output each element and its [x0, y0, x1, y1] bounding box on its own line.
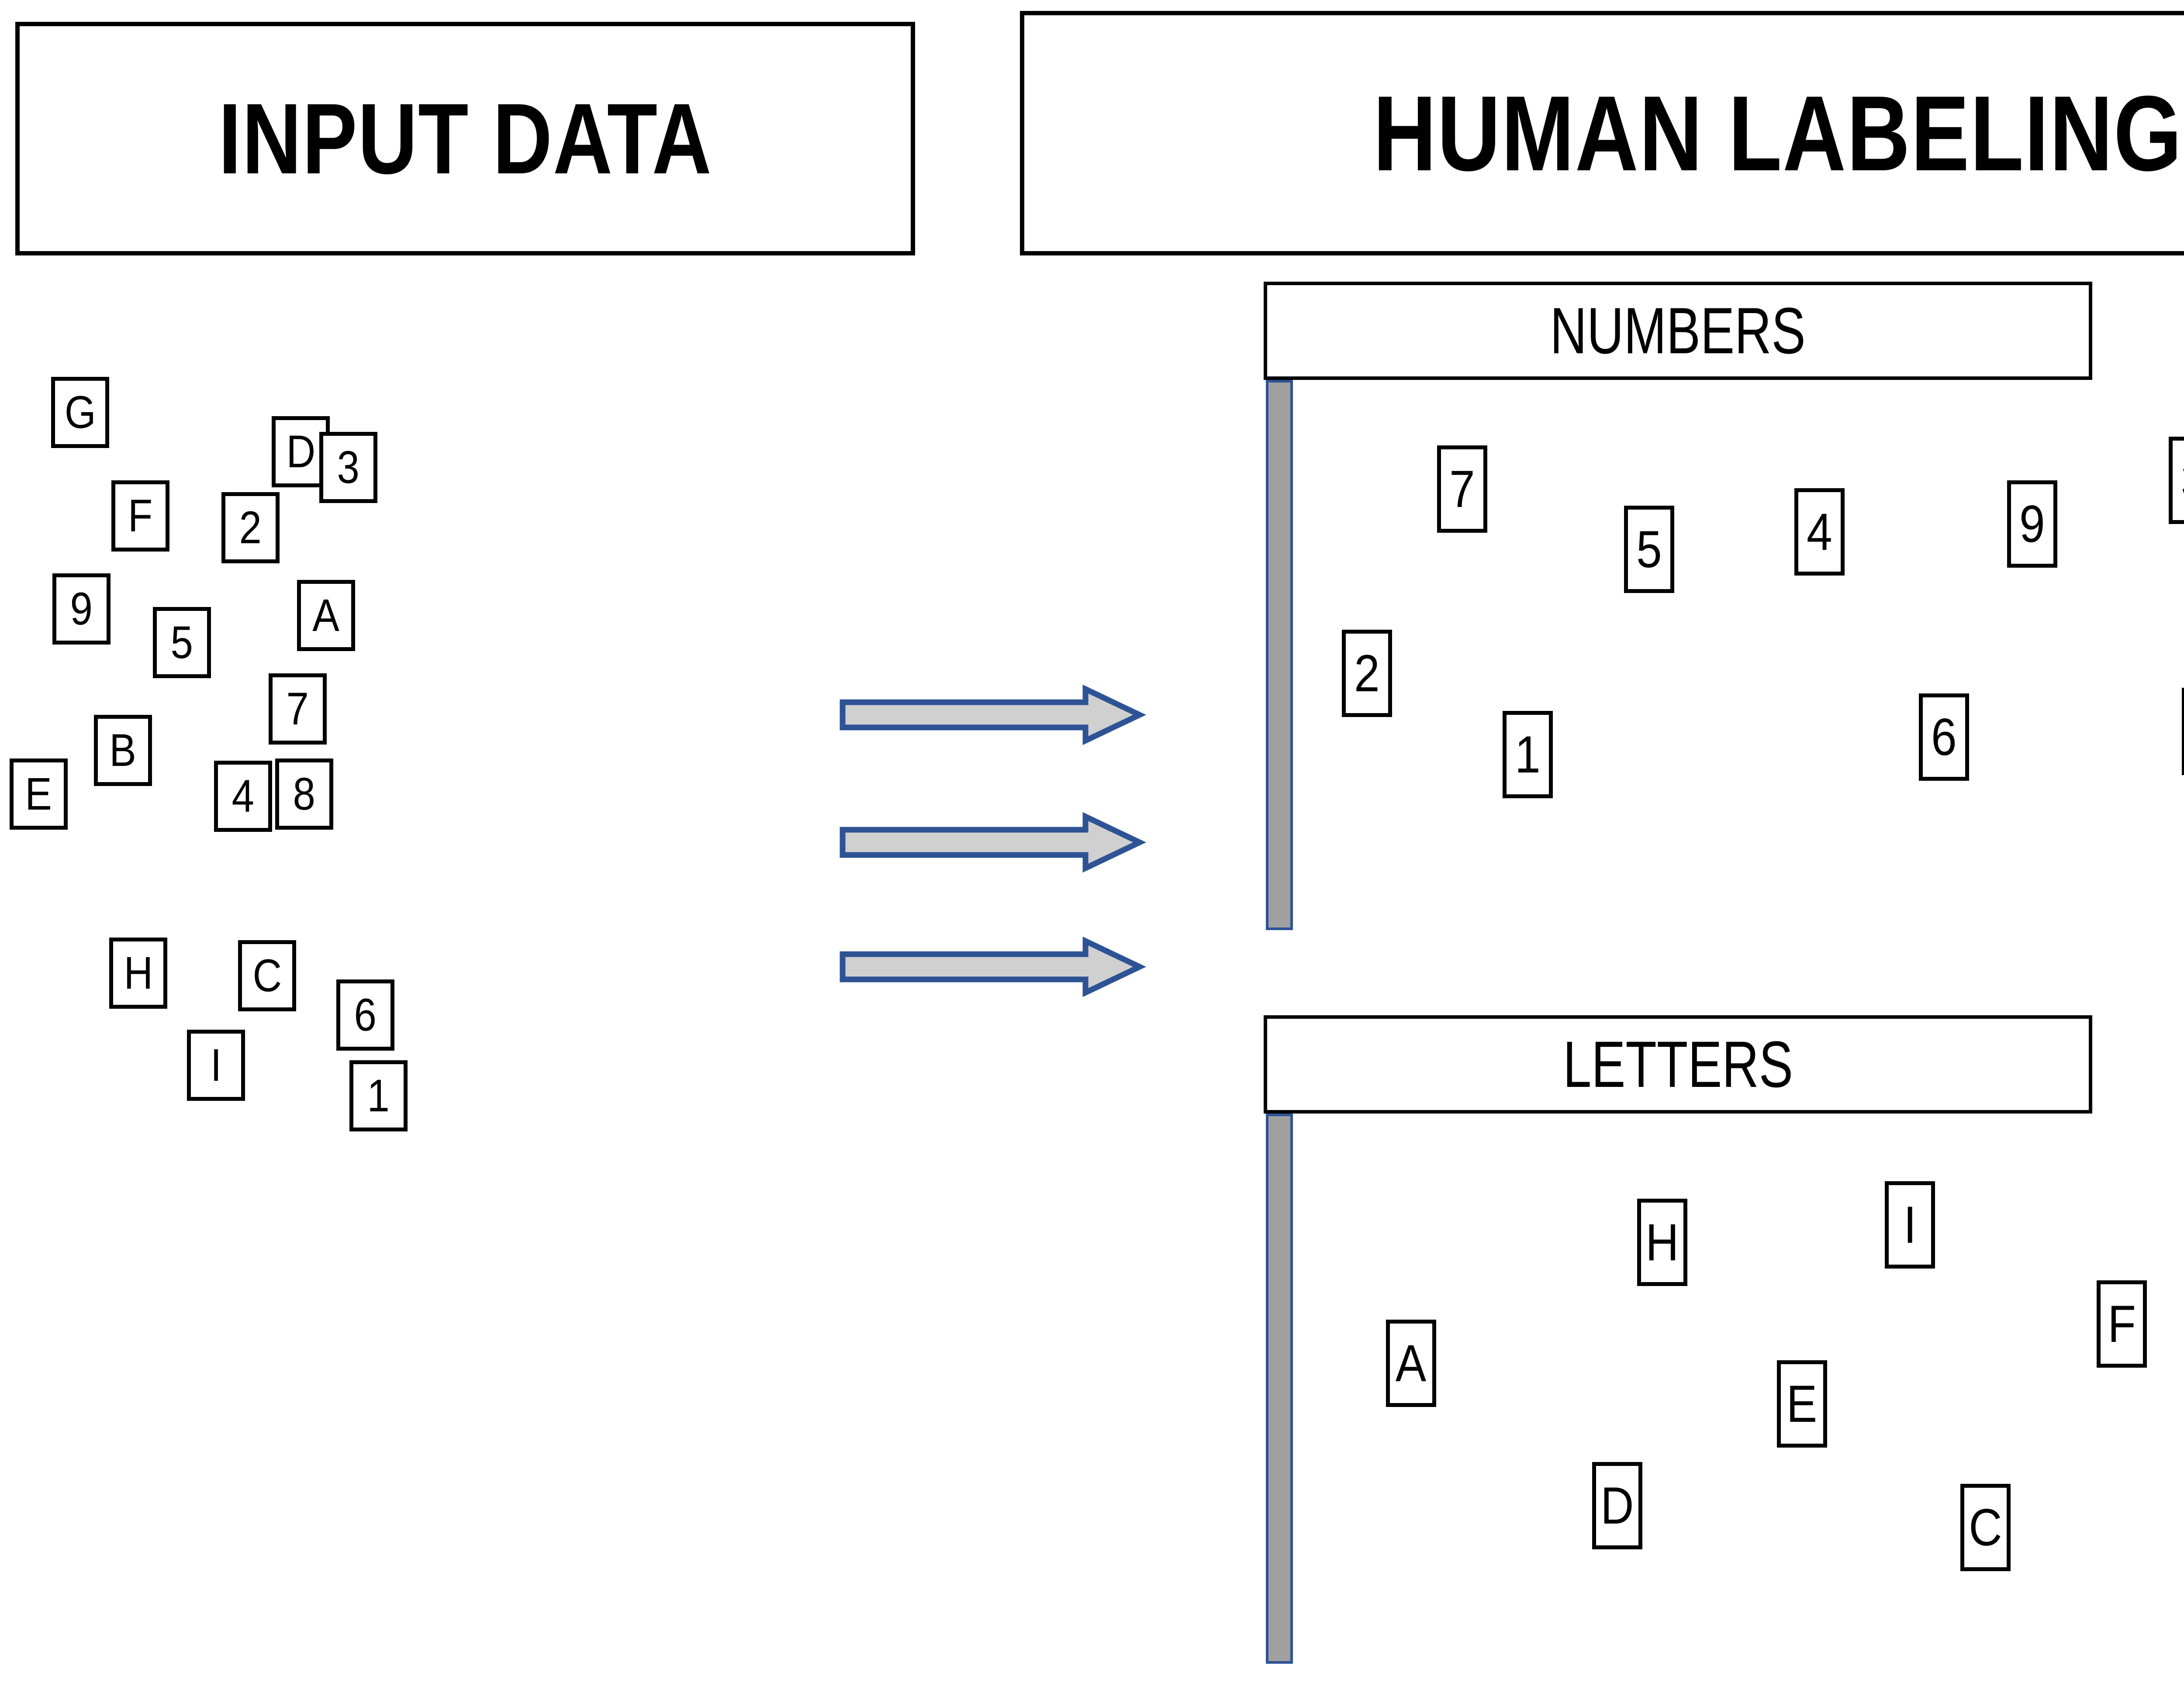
data-tile[interactable]: A [297, 580, 355, 651]
data-tile-label: D [286, 426, 315, 477]
data-tile[interactable]: D [1592, 1462, 1642, 1549]
data-tile[interactable]: B [94, 715, 152, 786]
data-tile-label: H [1645, 1213, 1679, 1272]
arrow-input-to-labeling-mid [840, 812, 1147, 873]
banner-input-data-label: INPUT DATA [218, 83, 712, 195]
data-tile[interactable]: 9 [2007, 480, 2057, 568]
data-tile-label: F [128, 490, 153, 541]
data-tile[interactable]: 1 [349, 1060, 408, 1131]
data-tile-label: C [252, 950, 282, 1001]
data-tile-label: B [109, 724, 137, 776]
data-tile-label: 2 [239, 502, 262, 553]
data-tile[interactable]: 4 [1794, 488, 1845, 576]
data-tile[interactable]: H [1637, 1199, 1687, 1286]
data-tile-label: 8 [293, 768, 316, 820]
section-header-numbers: NUMBERS [1264, 282, 2092, 380]
data-tile[interactable]: I [1885, 1181, 1935, 1269]
data-tile-label: E [1787, 1375, 1818, 1433]
data-tile-label: 5 [170, 617, 194, 668]
data-tile[interactable]: 6 [336, 979, 394, 1051]
numbers-section-vertical-bar [1266, 380, 1293, 930]
data-tile[interactable]: 8 [2182, 688, 2184, 775]
data-tile-label: G [64, 386, 96, 438]
arrow-input-to-letters [840, 936, 1147, 997]
data-tile-label: 1 [367, 1070, 390, 1121]
data-tile-label: A [312, 590, 340, 641]
data-tile[interactable]: 7 [269, 673, 327, 745]
data-tile-label: D [1600, 1476, 1634, 1535]
data-tile-label: 4 [1807, 503, 1832, 561]
data-tile-label: 7 [1449, 460, 1475, 518]
data-tile-label: H [124, 947, 153, 999]
data-tile-label: 5 [1636, 520, 1662, 579]
arrow-input-to-numbers [840, 684, 1147, 745]
data-tile[interactable]: E [1777, 1360, 1827, 1448]
data-tile-label: 6 [1931, 708, 1957, 766]
data-tile-label: I [210, 1039, 222, 1091]
data-tile-label: 3 [2181, 450, 2184, 510]
data-tile[interactable]: 2 [1342, 630, 1392, 717]
data-tile[interactable]: C [1960, 1484, 2011, 1571]
data-tile[interactable]: 5 [153, 607, 211, 678]
data-tile[interactable]: 2 [221, 492, 280, 563]
data-tile-label: E [25, 768, 52, 820]
data-tile-label: 9 [70, 583, 93, 634]
data-tile[interactable]: 8 [275, 759, 333, 830]
data-tile-label: F [2108, 1295, 2136, 1353]
data-tile-label: 2 [1354, 644, 1380, 703]
data-tile[interactable]: F [2097, 1280, 2147, 1368]
data-tile[interactable]: 1 [1503, 711, 1553, 798]
data-tile[interactable]: A [1386, 1320, 1436, 1407]
data-tile-label: 7 [286, 683, 309, 734]
data-tile-label: 4 [232, 770, 255, 822]
data-tile[interactable]: H [109, 938, 167, 1009]
data-tile-label: 9 [2019, 495, 2045, 553]
banner-human-labeling-label: HUMAN LABELING [1373, 73, 2183, 193]
data-tile[interactable]: 7 [1437, 445, 1487, 533]
data-tile[interactable]: 3 [2169, 437, 2184, 524]
data-tile-label: C [1969, 1498, 2002, 1557]
data-tile[interactable]: 6 [1919, 693, 1969, 781]
data-tile-label: 1 [1515, 725, 1541, 784]
data-tile[interactable]: F [111, 480, 169, 552]
data-tile[interactable]: C [238, 940, 296, 1011]
data-tile[interactable]: 4 [214, 761, 272, 832]
data-tile[interactable]: 5 [1624, 506, 1674, 593]
data-tile-label: I [1903, 1196, 1917, 1254]
data-tile-label: 3 [337, 441, 360, 493]
data-tile[interactable]: G [51, 377, 109, 448]
banner-human-labeling: HUMAN LABELING [1020, 11, 2184, 255]
data-tile[interactable]: 3 [319, 432, 377, 503]
letters-section-vertical-bar [1266, 1114, 1293, 1664]
data-tile[interactable]: 9 [52, 573, 111, 645]
section-header-letters-label: LETTERS [1563, 1028, 1793, 1101]
data-tile-label: 6 [354, 989, 377, 1041]
banner-input-data: INPUT DATA [15, 22, 915, 255]
data-tile[interactable]: E [10, 759, 68, 830]
section-header-numbers-label: NUMBERS [1550, 294, 1806, 367]
data-tile-label: A [1396, 1334, 1427, 1393]
data-tile[interactable]: I [187, 1030, 245, 1101]
section-header-letters: LETTERS [1264, 1015, 2092, 1114]
